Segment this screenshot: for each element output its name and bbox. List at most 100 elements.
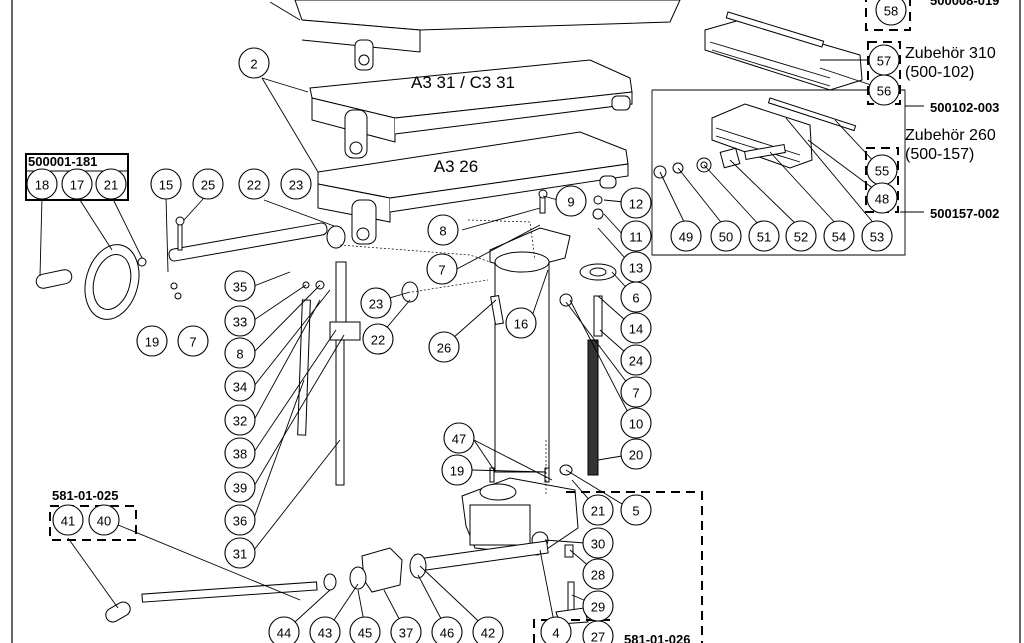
callout-16: 16	[505, 307, 537, 339]
callout-circle	[505, 307, 537, 339]
callout-number: 8	[236, 347, 243, 362]
callout-circle	[192, 168, 224, 200]
callout-41: 41	[52, 504, 84, 536]
callout-circle	[52, 504, 84, 536]
callout-number: 19	[450, 464, 464, 479]
callout-circle	[136, 325, 168, 357]
callout-number: 42	[481, 626, 495, 641]
callout-50: 50	[710, 220, 742, 252]
callout-number: 6	[632, 291, 639, 306]
callout-number: 39	[233, 481, 247, 496]
callout-48: 48	[866, 182, 898, 214]
callout-number: 40	[97, 514, 111, 529]
callout-8: 8	[427, 214, 459, 246]
callout-circle	[823, 220, 855, 252]
callout-number: 56	[877, 84, 891, 99]
callout-31: 31	[224, 537, 256, 569]
callout-49: 49	[670, 220, 702, 252]
callout-number: 54	[832, 230, 846, 245]
callout-52: 52	[785, 220, 817, 252]
callout-circle	[540, 616, 572, 643]
accessory-260-number: (500-157)	[905, 146, 974, 163]
callout-5: 5	[620, 494, 652, 526]
callout-circle	[710, 220, 742, 252]
callout-number: 28	[591, 568, 605, 583]
crank-assembly	[25, 153, 419, 320]
callout-46: 46	[431, 616, 463, 643]
callout-11: 11	[620, 220, 652, 252]
callout-number: 48	[875, 192, 889, 207]
callout-circle	[224, 370, 256, 402]
callout-22: 22	[238, 168, 270, 200]
callout-circle	[309, 616, 341, 643]
callout-number: 31	[233, 547, 247, 562]
tray-a3: A3 26	[317, 131, 629, 245]
callout-19: 19	[136, 325, 168, 357]
callout-number: 44	[277, 626, 291, 641]
callout-47: 47	[443, 422, 475, 454]
code-500008: 500008-019	[930, 0, 999, 8]
callout-number: 12	[629, 197, 643, 212]
callout-circle	[238, 168, 270, 200]
callout-number: 16	[514, 317, 528, 332]
callout-circle	[620, 407, 652, 439]
callout-number: 13	[629, 261, 643, 276]
accessory-260-title: Zubehör 260	[905, 127, 996, 144]
callout-number: 34	[233, 380, 247, 395]
callout-30: 30	[582, 527, 614, 559]
callout-23: 23	[280, 168, 312, 200]
callout-number: 30	[591, 537, 605, 552]
callout-circle	[582, 527, 614, 559]
group-581026-box	[566, 491, 703, 643]
callout-number: 38	[233, 447, 247, 462]
callout-51: 51	[748, 220, 780, 252]
callout-circle	[670, 220, 702, 252]
callout-circle	[61, 168, 93, 200]
callout-number: 14	[629, 322, 643, 337]
callout-14: 14	[620, 312, 652, 344]
callout-number: 22	[247, 178, 261, 193]
callout-circle	[620, 376, 652, 408]
callout-circle	[428, 331, 460, 363]
callout-circle	[861, 220, 893, 252]
callout-circle	[280, 168, 312, 200]
callout-circle	[748, 220, 780, 252]
callout-circle	[26, 168, 58, 200]
callout-circle	[349, 616, 381, 643]
callout-number: 55	[875, 164, 889, 179]
callout-circle	[426, 253, 458, 285]
callout-number: 43	[318, 626, 332, 641]
callout-number: 21	[104, 178, 118, 193]
callout-28: 28	[582, 558, 614, 590]
callout-number: 32	[233, 414, 247, 429]
callout-number: 15	[159, 178, 173, 193]
code-500102: 500102-003	[930, 100, 999, 115]
callout-circle	[150, 168, 182, 200]
callout-number: 27	[591, 630, 605, 643]
callout-27: 27	[582, 620, 614, 643]
callout-23: 23	[360, 287, 392, 319]
callout-number: 5	[632, 504, 639, 519]
callout-circle	[620, 187, 652, 219]
callout-number: 25	[201, 178, 215, 193]
callout-number: 22	[371, 333, 385, 348]
callout-circle	[224, 471, 256, 503]
callout-circle	[868, 74, 900, 106]
callout-number: 10	[629, 417, 643, 432]
callout-circle	[268, 616, 300, 643]
rail-310	[704, 11, 863, 91]
accessory-310-title: Zubehör 310	[905, 45, 996, 62]
callout-12: 12	[620, 187, 652, 219]
callout-number: 35	[233, 280, 247, 295]
callout-number: 26	[437, 341, 451, 356]
callout-circle	[620, 344, 652, 376]
tray-a3-label: A3 26	[434, 157, 478, 176]
tray-top	[269, 0, 681, 71]
callout-34: 34	[224, 370, 256, 402]
callout-19: 19	[441, 454, 473, 486]
callout-number: 9	[567, 195, 574, 210]
callout-number: 11	[629, 230, 643, 245]
callout-7: 7	[177, 325, 209, 357]
callout-8: 8	[224, 337, 256, 369]
